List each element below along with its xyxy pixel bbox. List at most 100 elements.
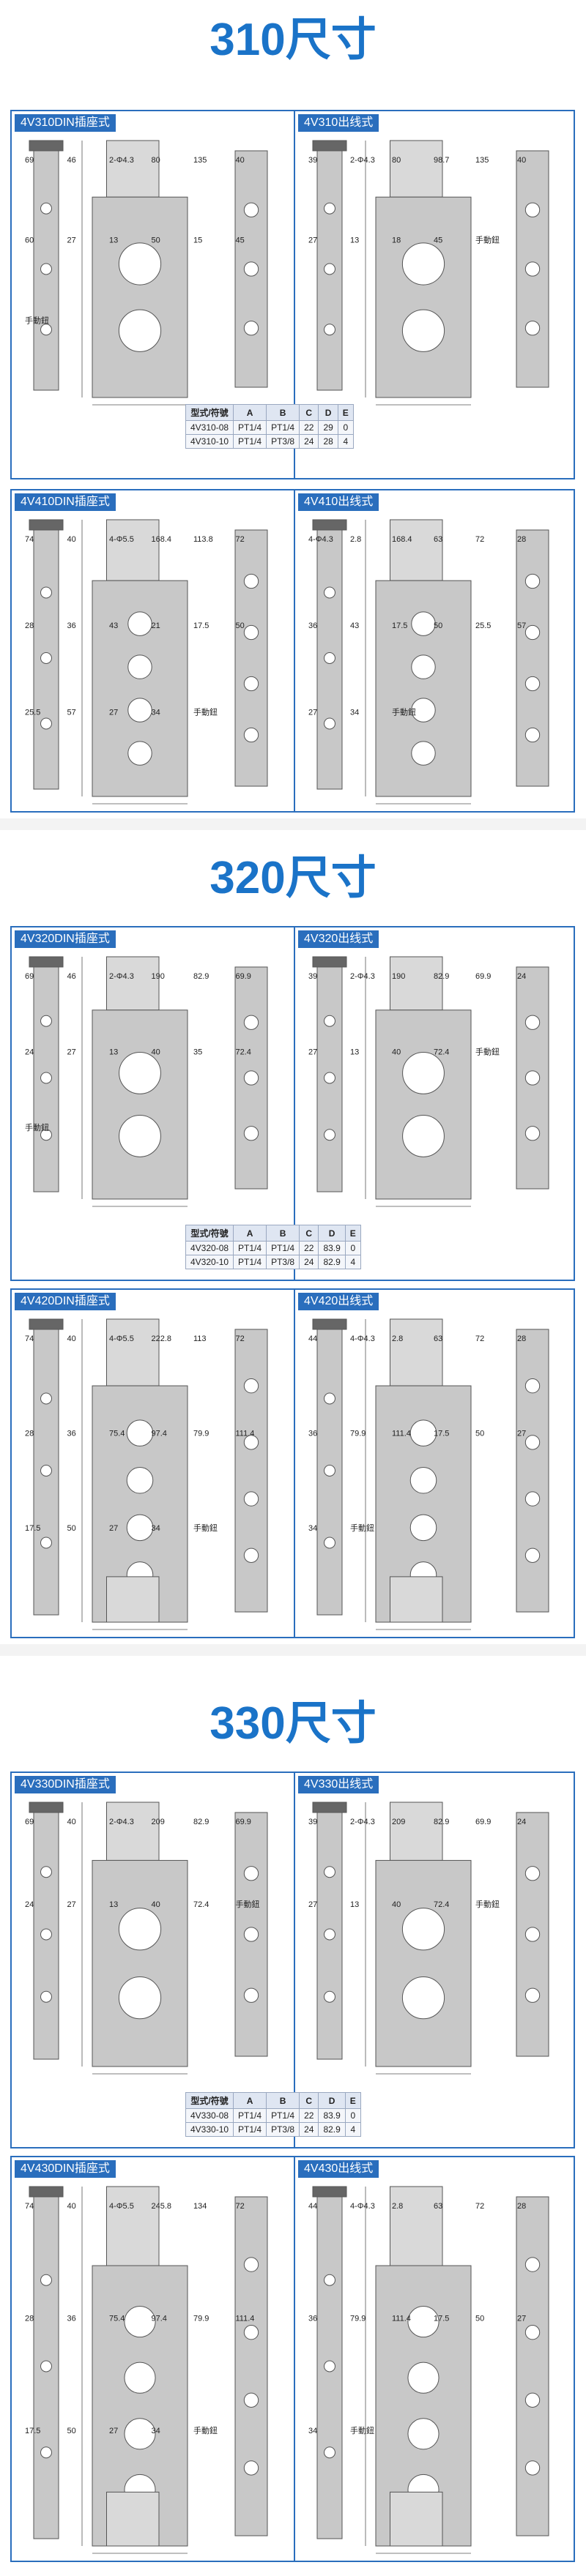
- solenoid-coil: [390, 140, 443, 198]
- dimension-label: 40: [67, 1334, 76, 1343]
- port-hole: [401, 1908, 445, 1951]
- port-hole: [40, 2360, 52, 2372]
- solenoid-coil: [390, 2186, 443, 2266]
- port-hole: [118, 309, 162, 352]
- dimension-label: 2-Φ4.3: [350, 1818, 375, 1826]
- dimension-label: 40: [517, 156, 526, 165]
- table-cell: 4: [344, 1255, 361, 1269]
- section-divider: [0, 1644, 586, 1656]
- dimension-label: 17.5: [434, 2314, 449, 2323]
- table-cell: 83.9: [318, 1241, 346, 1255]
- dimension-label: 46: [67, 972, 76, 981]
- dimension-label: 15: [193, 236, 202, 245]
- dimension-label: 97.4: [152, 1429, 167, 1438]
- port-hole: [524, 1987, 541, 2003]
- port-hole: [243, 1491, 259, 1507]
- dimension-label: 2.8: [392, 1334, 403, 1343]
- table-header-cell: A: [233, 2092, 267, 2109]
- dimension-label: 79.9: [193, 2314, 209, 2323]
- port-hole: [243, 1987, 259, 2003]
- dimension-label: 4-Φ5.5: [109, 2202, 134, 2211]
- dimension-label: 手動鈕: [25, 1122, 49, 1132]
- port-hole: [243, 624, 259, 641]
- solenoid-coil-bottom: [106, 1576, 160, 1623]
- coil-connector: [29, 140, 64, 152]
- port-hole: [524, 727, 541, 743]
- table-cell: 4V330-08: [185, 2108, 234, 2123]
- table-cell: 82.9: [318, 2122, 346, 2137]
- dimension-label: 79.9: [193, 1429, 209, 1438]
- port-hole: [243, 321, 259, 336]
- port-hole: [324, 652, 335, 664]
- port-hole: [409, 1466, 437, 1494]
- table-header-cell: 型式/符號: [185, 2092, 234, 2109]
- dimension-label: 27: [517, 1429, 526, 1438]
- table-header-cell: B: [266, 404, 300, 421]
- port-hole: [401, 242, 445, 285]
- port-hole: [126, 1514, 154, 1542]
- port-hole: [402, 1051, 445, 1094]
- dimension-label: 46: [67, 156, 76, 165]
- port-hole: [127, 611, 152, 636]
- port-hole: [524, 573, 541, 589]
- port-hole: [524, 1927, 541, 1942]
- valve-body: [375, 1009, 472, 1200]
- dimension-label: 72.4: [236, 1048, 251, 1056]
- port-hole: [324, 717, 335, 730]
- dimension-label: 40: [392, 1048, 401, 1056]
- port-hole: [409, 1419, 437, 1446]
- table-cell: 24: [299, 2122, 319, 2137]
- dimension-label: 79.9: [350, 1429, 366, 1438]
- dimension-label: 34: [152, 708, 160, 717]
- port-hole: [119, 1051, 161, 1094]
- valve-body: [375, 1859, 472, 2067]
- table-header-cell: 型式/符號: [185, 404, 234, 421]
- port-hole: [124, 2362, 156, 2394]
- port-hole: [401, 1976, 445, 2020]
- port-hole: [40, 2274, 52, 2286]
- port-hole: [407, 2418, 440, 2450]
- table-cell: 4: [344, 2122, 361, 2137]
- table-cell: PT1/4: [233, 420, 267, 435]
- table-cell: 28: [318, 434, 338, 449]
- dimension-label: 69.9: [236, 972, 251, 981]
- dimension-label: 40: [152, 1900, 160, 1909]
- dimension-label: 28: [25, 2314, 34, 2323]
- coil-connector: [29, 956, 64, 968]
- port-hole: [124, 2306, 156, 2338]
- port-hole: [409, 1514, 437, 1542]
- table-cell: 4V310-08: [185, 420, 234, 435]
- port-hole: [524, 676, 541, 692]
- port-hole: [524, 2460, 541, 2476]
- dimension-label: 40: [67, 2202, 76, 2211]
- panel-label: 4V420出线式: [298, 1293, 379, 1310]
- dimension-label: 113: [193, 1334, 207, 1343]
- solenoid-coil: [390, 1318, 443, 1386]
- port-hole: [119, 1115, 161, 1157]
- port-hole: [324, 324, 335, 336]
- dimension-label: 69: [25, 972, 34, 981]
- port-hole: [411, 611, 436, 636]
- port-hole: [243, 1435, 259, 1450]
- port-hole: [243, 1070, 259, 1086]
- port-hole: [324, 1072, 335, 1084]
- solenoid-coil: [106, 519, 160, 581]
- solenoid-coil: [106, 956, 160, 1011]
- port-hole: [324, 2360, 335, 2372]
- dimension-label: 36: [308, 2314, 317, 2323]
- dimension-label: 50: [434, 621, 442, 630]
- table-cell: 22: [299, 1241, 319, 1255]
- port-hole: [40, 1928, 52, 1941]
- table-cell: PT1/4: [233, 434, 267, 449]
- dimension-label: 80: [152, 156, 160, 165]
- table-header-cell: D: [318, 404, 338, 421]
- port-hole: [118, 1908, 162, 1951]
- dimension-label: 82.9: [193, 972, 209, 981]
